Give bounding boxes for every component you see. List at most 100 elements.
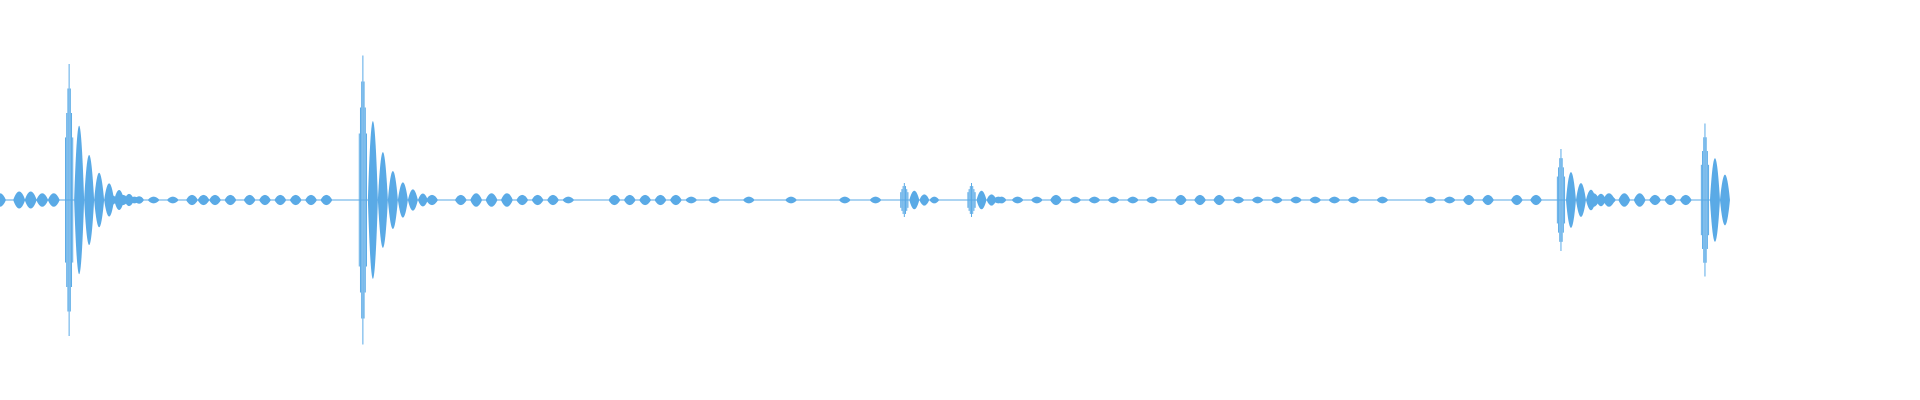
waveform-blob: [1482, 194, 1494, 206]
waveform-blob: [1232, 196, 1245, 204]
waveform-blob: [258, 194, 271, 206]
waveform-burst: [900, 183, 940, 217]
waveform-blob: [1050, 194, 1062, 206]
waveform-decay-lobe: [909, 190, 920, 210]
waveform-blob: [224, 194, 237, 206]
waveform-blob: [166, 196, 179, 204]
waveform-blob: [1174, 194, 1187, 206]
waveform-burst: [967, 183, 1007, 217]
waveform-blob: [470, 193, 483, 207]
waveform-decay-lobe: [1719, 174, 1730, 226]
waveform-blob: [654, 194, 667, 206]
waveform-blob: [531, 194, 544, 206]
waveform-decay-lobe: [929, 196, 940, 204]
waveform-blob: [1462, 194, 1475, 206]
waveform-decay-lobe: [1565, 172, 1576, 228]
waveform-blob: [1030, 196, 1043, 204]
waveform-decay-lobe: [976, 190, 987, 210]
waveform-blob: [869, 196, 882, 204]
waveform-blob: [500, 193, 513, 207]
waveform-blob: [639, 194, 652, 206]
waveform-decay-lobe: [1575, 183, 1586, 217]
waveform-blob: [305, 194, 318, 206]
waveform-blob: [669, 194, 682, 206]
waveform-blob: [289, 194, 302, 206]
waveform-decay-lobe: [114, 189, 125, 211]
waveform-blob: [1328, 196, 1341, 204]
waveform-decay-lobe: [104, 183, 115, 217]
waveform-decay-lobe: [397, 182, 408, 218]
waveform-decay-lobe: [417, 193, 428, 207]
waveform-decay-lobe: [996, 196, 1007, 204]
waveform-burst: [1700, 123, 1730, 277]
waveform-blob: [1347, 196, 1360, 204]
waveform-blob: [1510, 194, 1523, 206]
waveform-blob: [1679, 194, 1692, 206]
waveform-blob: [1011, 196, 1024, 204]
waveform-blob: [1107, 196, 1120, 204]
waveform-decay-lobe: [986, 194, 997, 206]
waveform-blob: [147, 196, 160, 204]
waveform-decay-lobe: [124, 193, 135, 207]
waveform-blob: [186, 194, 198, 206]
waveform-decay-lobe: [367, 121, 378, 279]
waveform-decay-lobe: [74, 125, 85, 275]
waveform-blob: [0, 193, 6, 207]
waveform-decay-lobe: [377, 152, 388, 248]
waveform-blob: [546, 194, 559, 206]
waveform-blob: [209, 194, 222, 206]
waveform-blob: [1618, 193, 1631, 207]
waveform-blob: [1633, 193, 1646, 207]
waveform-blob: [1664, 194, 1677, 206]
waveform-decay-lobe: [919, 194, 930, 206]
waveform-blob: [197, 194, 210, 206]
waveform-blob: [47, 193, 60, 207]
waveform-decay-lobe: [407, 189, 418, 211]
waveform-blob: [1443, 196, 1456, 204]
waveform-blob: [516, 194, 529, 206]
waveform-decay-lobe: [1605, 196, 1616, 204]
waveform-blob: [1194, 194, 1206, 206]
waveform-blob: [274, 194, 287, 206]
waveform-blob: [243, 194, 256, 206]
waveform-blob: [1376, 196, 1389, 204]
waveform-decay-lobe: [84, 154, 95, 246]
waveform-blob: [1270, 196, 1283, 204]
waveform-blob: [320, 194, 333, 206]
waveform-blob: [454, 194, 467, 206]
waveform-blob: [1251, 196, 1264, 204]
waveform-blob: [1309, 196, 1322, 204]
waveform-blob: [1126, 196, 1139, 204]
waveform-blob: [623, 194, 636, 206]
waveform-burst: [358, 55, 438, 345]
waveform-blob: [562, 196, 575, 204]
waveform-blob: [24, 191, 37, 209]
waveform-decay-lobe: [94, 172, 105, 228]
waveform-blob: [485, 193, 498, 207]
waveform-burst: [1556, 149, 1616, 251]
waveform-blob: [608, 194, 621, 206]
waveform-blob: [838, 196, 851, 204]
waveform-decay-lobe: [387, 170, 398, 230]
waveform-blob: [1146, 196, 1158, 204]
waveform-blob: [1213, 194, 1226, 206]
waveform-blob: [685, 196, 698, 204]
waveform-blob: [1290, 196, 1302, 204]
waveform-decay-lobe: [134, 196, 145, 204]
waveform-blob: [1424, 196, 1437, 204]
waveform-blob: [1069, 196, 1082, 204]
waveform-blob: [36, 193, 49, 207]
waveform-burst: [65, 64, 145, 336]
waveform-blob: [1530, 194, 1542, 206]
waveform-decay-lobe: [1709, 158, 1720, 242]
waveform-decay-lobe: [427, 196, 438, 204]
waveform-blob: [1088, 196, 1101, 204]
waveform-blob: [1649, 194, 1662, 206]
waveform-decay-lobe: [1585, 189, 1596, 211]
waveform-blob: [708, 196, 721, 204]
waveform-blob: [785, 196, 798, 204]
waveform-blob: [742, 196, 755, 204]
waveform-decay-lobe: [1595, 193, 1606, 207]
